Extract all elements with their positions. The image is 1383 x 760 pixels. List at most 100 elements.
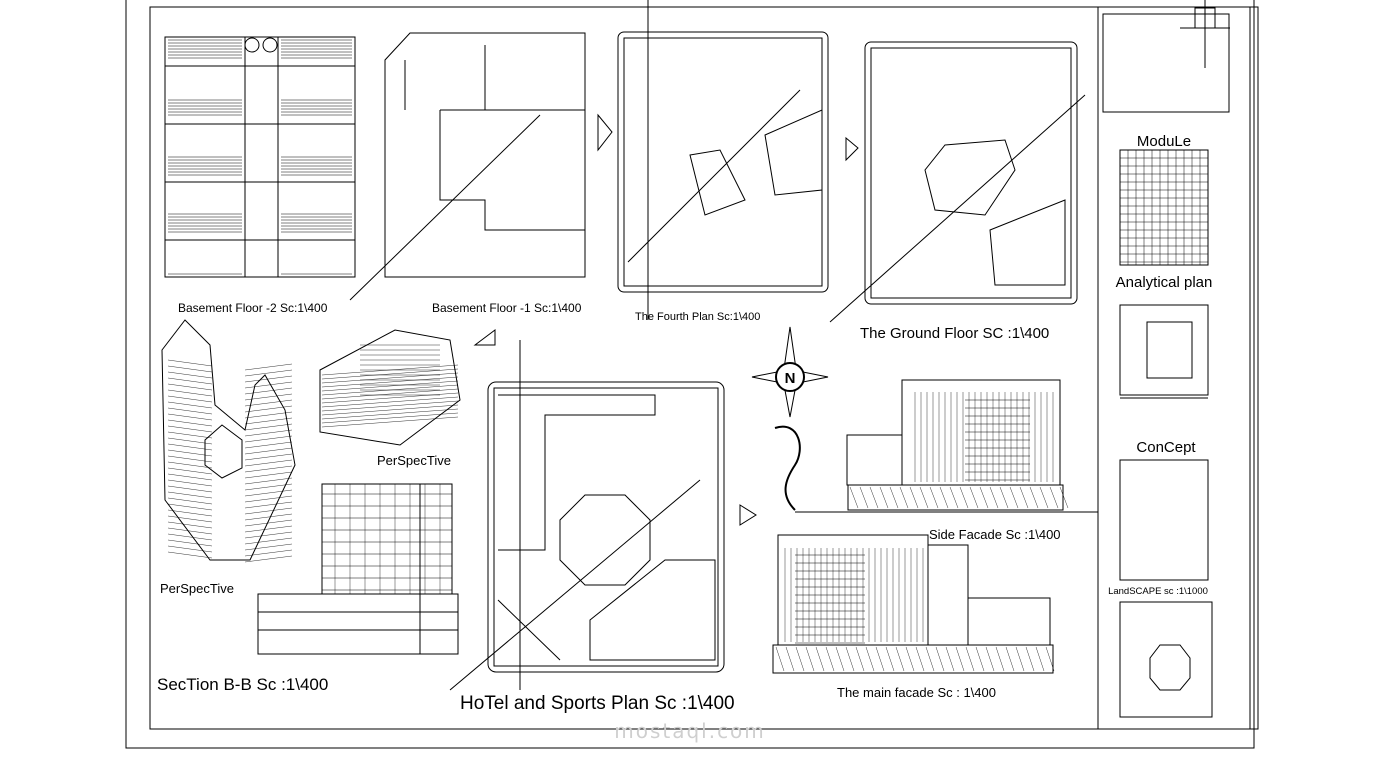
drafting-line [167, 413, 213, 421]
sheet-frame [125, 0, 1259, 749]
drafting-line [955, 646, 965, 672]
drafting-line [244, 543, 293, 551]
drafting-line [244, 495, 293, 503]
drafting-line [167, 473, 213, 481]
drafting-line [321, 380, 459, 392]
drafting-line [167, 467, 213, 475]
drafting-line [995, 646, 1005, 672]
drafting-line [885, 646, 895, 672]
drafting-line [965, 646, 975, 672]
drafting-line [845, 646, 855, 672]
drafting-line [244, 405, 293, 413]
drafting-line [321, 372, 459, 384]
drafting-line [244, 459, 293, 467]
drafting-line [167, 491, 213, 499]
drafting-line [167, 479, 213, 487]
drafting-line [905, 646, 915, 672]
landscape-curve [774, 425, 801, 511]
drafting-line [167, 551, 213, 559]
drafting-line [945, 646, 955, 672]
drafting-line [244, 513, 293, 521]
drafting-line [975, 646, 985, 672]
drafting-line [244, 393, 293, 401]
section-label: SecTion B-B Sc :1\400 [157, 675, 328, 694]
drafting-line [321, 376, 459, 388]
drafting-line [859, 486, 869, 509]
drafting-line [321, 404, 459, 416]
drafting-line [167, 377, 213, 385]
north-compass-icon: N [751, 326, 829, 418]
drafting-line [869, 486, 879, 509]
basement-2-plan [164, 36, 356, 278]
hotel-sports-plan [449, 381, 757, 691]
drafting-line [244, 447, 293, 455]
drafting-line [935, 646, 945, 672]
drafting-line [985, 646, 995, 672]
main-facade-label: The main facade Sc : 1\400 [837, 685, 996, 700]
drafting-line [875, 646, 885, 672]
drafting-line [895, 646, 905, 672]
drafting-line [167, 365, 213, 373]
drafting-line [919, 486, 929, 509]
drafting-line [244, 363, 293, 371]
drafting-line [321, 368, 459, 380]
drafting-line [244, 429, 293, 437]
drafting-line [244, 375, 293, 383]
drafting-line [1025, 646, 1035, 672]
drafting-line [959, 486, 969, 509]
drafting-line [244, 501, 293, 509]
drafting-line [805, 646, 815, 672]
drafting-line [244, 381, 293, 389]
drafting-line [1045, 646, 1055, 672]
drafting-line [244, 483, 293, 491]
concept-label: ConCept [1136, 439, 1196, 456]
drafting-line [244, 411, 293, 419]
drafting-line [835, 646, 845, 672]
hotel-plan-label: HoTel and Sports Plan Sc :1\400 [460, 693, 735, 714]
watermark-domain: mostaql.com [614, 719, 766, 743]
drafting-line [321, 388, 459, 400]
main-facade [772, 534, 1055, 674]
landscape-label: LandSCAPE sc :1\1000 [1108, 586, 1208, 597]
drafting-line [321, 400, 459, 412]
drafting-line [167, 527, 213, 535]
drafting-line [244, 519, 293, 527]
drafting-line [244, 531, 293, 539]
basement-1-label: Basement Floor -1 Sc:1\400 [432, 301, 582, 315]
drafting-line [909, 486, 919, 509]
drafting-line [167, 401, 213, 409]
drafting-line [167, 533, 213, 541]
drafting-line [989, 486, 999, 509]
drafting-line [167, 539, 213, 547]
perspective-block [319, 329, 521, 690]
drafting-line [321, 396, 459, 408]
analytical-plan-label: Analytical plan [1116, 274, 1213, 291]
drafting-line [167, 461, 213, 469]
drafting-line [1009, 486, 1019, 509]
drafting-line [167, 431, 213, 439]
drafting-line [167, 419, 213, 427]
drafting-line [167, 521, 213, 529]
drafting-line [1019, 486, 1029, 509]
drafting-line [244, 549, 293, 557]
drafting-line [167, 503, 213, 511]
drafting-line [244, 477, 293, 485]
drafting-line [929, 486, 939, 509]
module-label: ModuLe [1137, 133, 1191, 150]
drafting-line [244, 441, 293, 449]
basement-1-plan [349, 32, 613, 301]
drafting-line [167, 485, 213, 493]
drafting-line [321, 408, 459, 420]
drafting-line [167, 497, 213, 505]
drafting-line [321, 392, 459, 404]
basement-2-label: Basement Floor -2 Sc:1\400 [178, 301, 328, 315]
drafting-line [915, 646, 925, 672]
drafting-line [167, 425, 213, 433]
side-facade [795, 379, 1098, 513]
drafting-line [1039, 486, 1049, 509]
drafting-line [167, 407, 213, 415]
drafting-line [244, 423, 293, 431]
section-b-b [257, 483, 459, 655]
drafting-line [244, 465, 293, 473]
drafting-line [1049, 486, 1059, 509]
